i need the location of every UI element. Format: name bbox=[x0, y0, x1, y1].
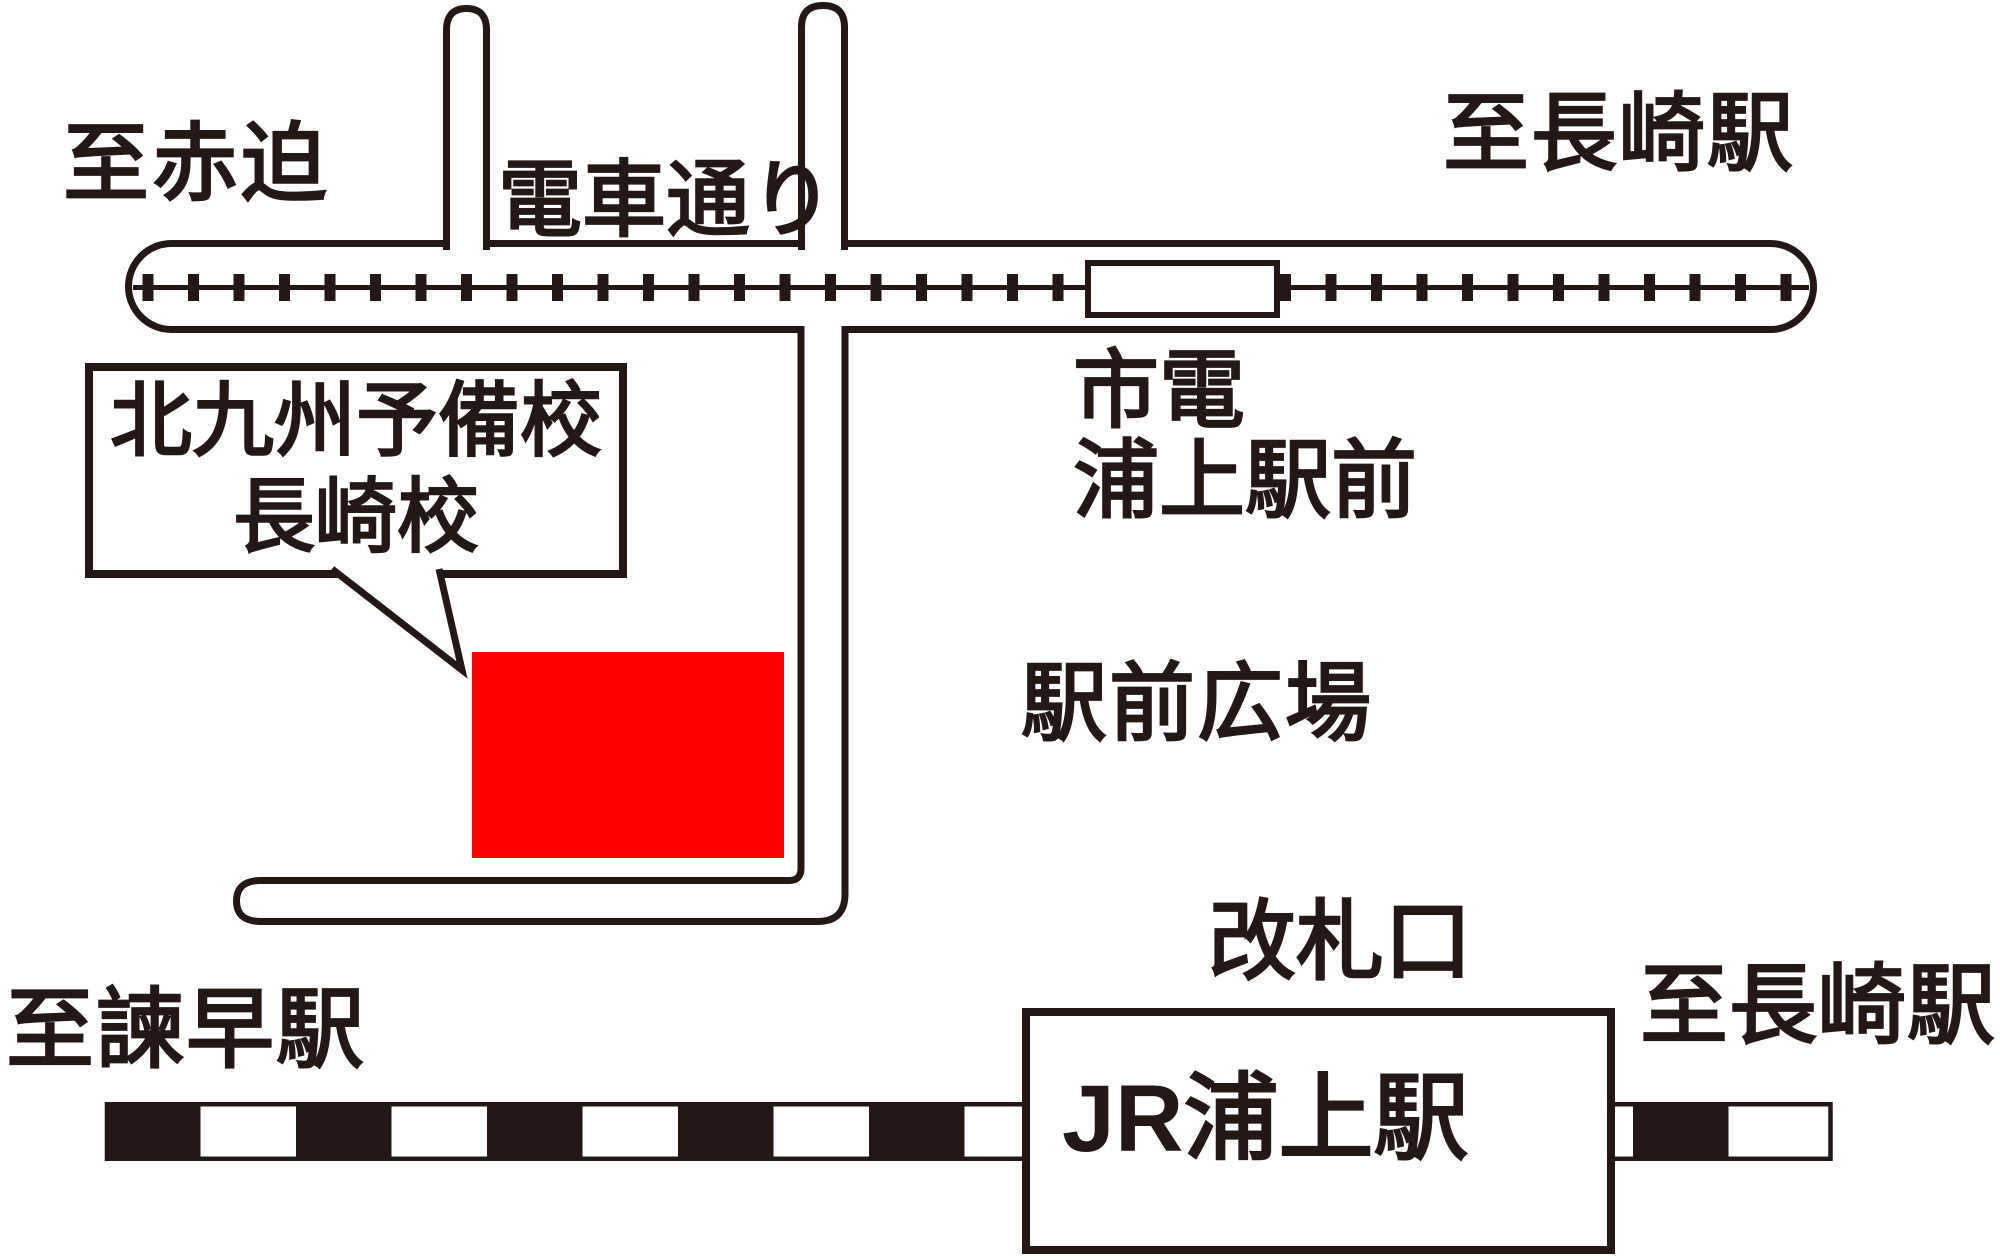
rail-tie bbox=[1598, 274, 1610, 301]
rail-tie bbox=[415, 274, 427, 301]
rail-tie bbox=[279, 274, 290, 301]
label-jr-station: JR浦上駅 bbox=[1062, 1066, 1469, 1172]
rail-tie bbox=[1735, 274, 1746, 301]
label-tram-street: 電車通り bbox=[498, 153, 835, 247]
tram-station-platform bbox=[1085, 260, 1280, 318]
school-name-callout: 北九州予備校 長崎校 bbox=[93, 374, 619, 566]
side-road-north-west bbox=[443, 4, 490, 250]
label-tram-stop: 市電 浦上駅前 bbox=[1073, 346, 1417, 526]
rail-tie bbox=[1280, 274, 1291, 301]
rail-tie bbox=[916, 274, 927, 301]
rail-tie bbox=[188, 274, 199, 301]
label-tram-stop-line1: 市電 bbox=[1073, 343, 1245, 439]
rail-tie bbox=[461, 274, 472, 301]
label-to-akasako: 至赤迫 bbox=[63, 116, 330, 212]
rail-tie bbox=[370, 274, 381, 301]
rail-tie bbox=[1052, 274, 1064, 301]
rail-tie bbox=[961, 274, 973, 301]
rail-tie bbox=[688, 274, 700, 301]
rail-tie bbox=[233, 274, 245, 301]
rail-tie bbox=[779, 274, 791, 301]
rail-tie bbox=[1007, 274, 1018, 301]
rail-tie bbox=[1780, 274, 1792, 301]
label-station-plaza: 駅前広場 bbox=[1021, 656, 1373, 752]
rail-tie bbox=[643, 274, 654, 301]
rail-tie bbox=[552, 274, 563, 301]
label-tram-stop-line2: 浦上駅前 bbox=[1073, 433, 1417, 529]
jr-line-black-segment bbox=[1633, 1102, 1729, 1161]
rail-tie bbox=[1371, 274, 1382, 301]
rail-tie bbox=[1507, 274, 1519, 301]
access-road bbox=[232, 326, 849, 925]
speech-bubble-box bbox=[85, 363, 627, 578]
jr-line-black-segment bbox=[678, 1102, 774, 1161]
school-name-line1: 北九州予備校 bbox=[109, 376, 602, 467]
rail-tie bbox=[734, 274, 745, 301]
jr-line-black-segment bbox=[296, 1102, 392, 1161]
jr-station-box bbox=[1022, 1008, 1615, 1254]
label-to-isahaya: 至諫早駅 bbox=[6, 980, 367, 1079]
rail-tie bbox=[1325, 274, 1337, 301]
rail-tie bbox=[506, 274, 518, 301]
rail-tie bbox=[324, 274, 336, 301]
speech-bubble-tail bbox=[329, 566, 468, 679]
label-to-nagasaki-bottom: 至長崎駅 bbox=[1640, 956, 1997, 1055]
school-building-highlight bbox=[472, 652, 784, 858]
rail-tie bbox=[1689, 274, 1701, 301]
rail-tie bbox=[1462, 274, 1473, 301]
label-ticket-gate: 改札口 bbox=[1208, 892, 1473, 991]
jr-line-black-segment bbox=[869, 1102, 965, 1161]
rail-tie bbox=[142, 274, 154, 301]
jr-line-black-segment bbox=[105, 1102, 201, 1161]
rail-tie bbox=[825, 274, 836, 301]
rail-tie bbox=[1553, 274, 1564, 301]
side-road-north-east bbox=[798, 1, 848, 250]
jr-line-black-segment bbox=[487, 1102, 583, 1161]
rail-tie bbox=[870, 274, 882, 301]
rail-tie bbox=[597, 274, 609, 301]
rail-tie bbox=[1416, 274, 1428, 301]
rail-tie bbox=[1644, 274, 1655, 301]
school-name-line2: 長崎校 bbox=[232, 472, 479, 563]
label-to-nagasaki-top: 至長崎駅 bbox=[1443, 86, 1795, 182]
